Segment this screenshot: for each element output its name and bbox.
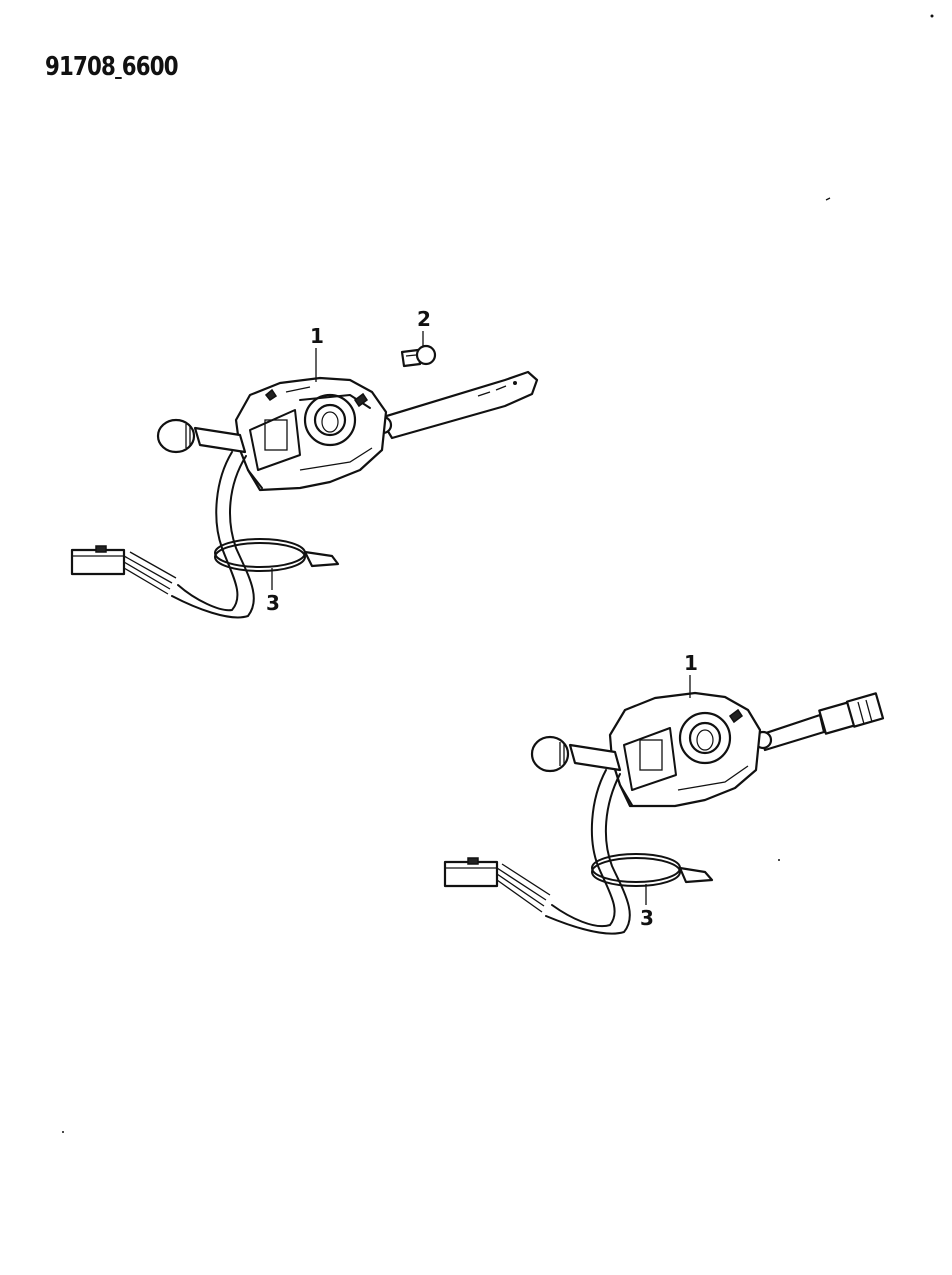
speck xyxy=(778,859,780,861)
top-clamp-band xyxy=(214,538,340,572)
callout-screw: 2 xyxy=(417,307,431,331)
turn-signal-stalk xyxy=(568,743,622,772)
callout-bottom-switch: 1 xyxy=(684,651,698,675)
wiper-stalk xyxy=(378,370,539,440)
callout-top-clamp: 3 xyxy=(266,591,280,615)
part-code-b: 6600 xyxy=(121,52,179,82)
callout-top-switch: 1 xyxy=(310,324,324,348)
callout-bottom-clamp: 3 xyxy=(640,906,654,930)
connector-plug xyxy=(70,548,126,576)
bottom-wire-harness xyxy=(443,769,631,935)
speck xyxy=(825,197,831,201)
stalk-knob xyxy=(530,735,570,773)
top-combination-switch xyxy=(156,370,539,492)
speck xyxy=(62,1131,64,1133)
screw xyxy=(400,344,437,368)
diagram-reference-number: 91708 6600 xyxy=(45,52,179,82)
part-code-a: 91708 xyxy=(45,52,116,82)
speck xyxy=(930,14,934,18)
bottom-clamp-band xyxy=(591,853,714,887)
connector-plug xyxy=(443,860,499,888)
top-wire-harness xyxy=(70,451,255,619)
turn-signal-stalk xyxy=(193,426,247,454)
bottom-combination-switch xyxy=(530,691,885,808)
stalk-knob xyxy=(156,418,196,454)
